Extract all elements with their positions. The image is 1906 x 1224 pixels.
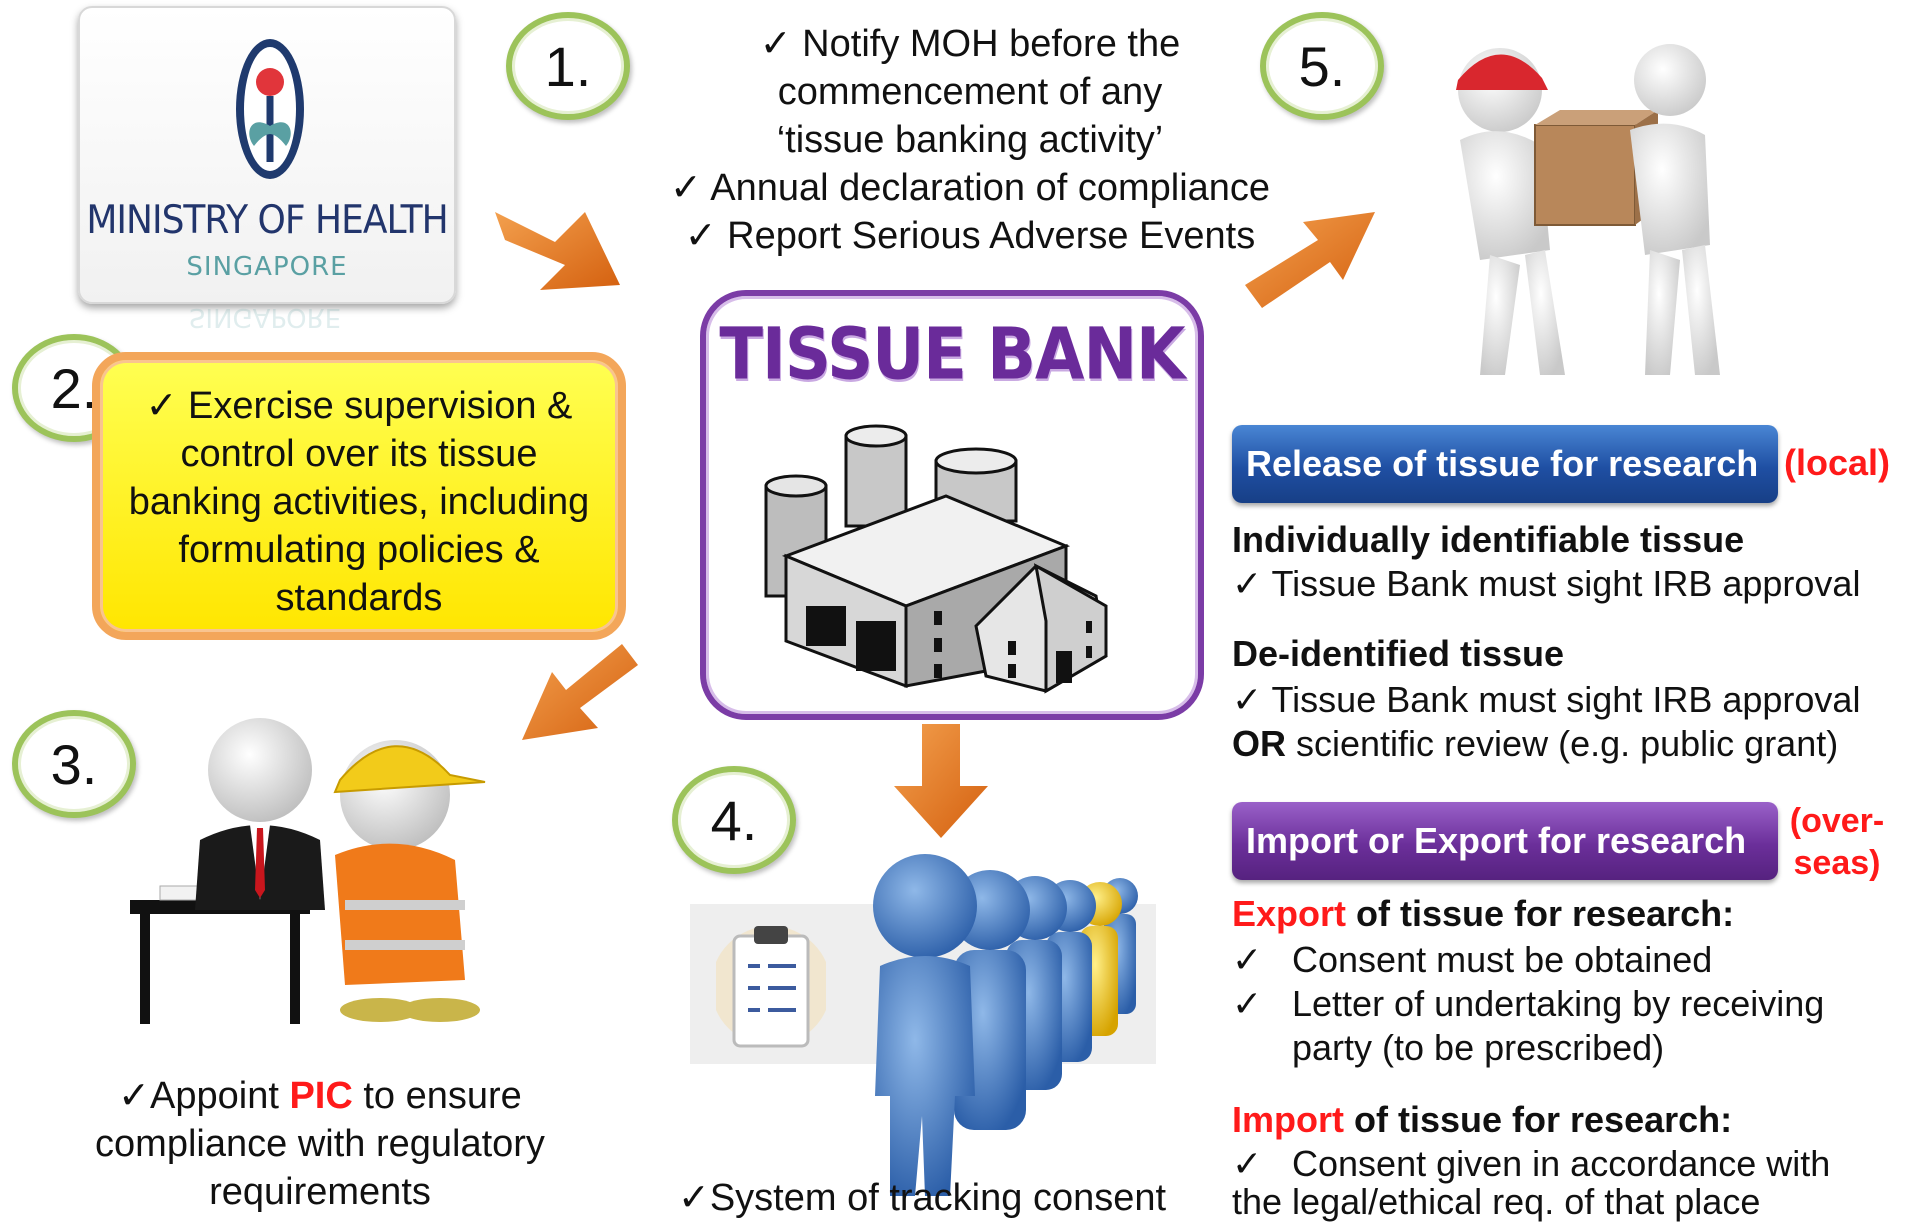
- step-4-badge: 4.: [672, 766, 796, 874]
- step-2-box: ✓ Exercise supervision & control over it…: [92, 352, 626, 640]
- arrow-to-moh: [495, 212, 620, 290]
- export-item-1-check: ✓: [1232, 939, 1263, 980]
- step-1-text: ✓ Notify MOH before the commencement of …: [620, 20, 1320, 260]
- step-2-line: standards: [275, 577, 443, 619]
- step-3-badge: 3.: [12, 710, 136, 818]
- step-1-line: ✓ Notify MOH before the: [759, 23, 1181, 65]
- step-1-line: commencement of any: [777, 71, 1163, 113]
- pic-highlight: PIC: [289, 1075, 353, 1117]
- deidentified-heading: De-identified tissue: [1232, 633, 1565, 674]
- import-export-button: Import or Export for research: [1232, 802, 1778, 880]
- export-item-2-cont: party (to be prescribed): [1292, 1027, 1665, 1068]
- arrow-to-tracking: [894, 724, 988, 838]
- export-heading: Export of tissue for research:: [1232, 893, 1735, 934]
- arrow-to-delivery: [1245, 212, 1375, 308]
- release-local-button: Release of tissue for research: [1232, 425, 1778, 503]
- tissue-bank-box: TISSUE BANK: [700, 290, 1204, 720]
- import-heading: Import of tissue for research:: [1232, 1099, 1733, 1140]
- step-3-line-1: ✓Appoint PIC to ensure: [118, 1075, 522, 1117]
- step-3-line-3: requirements: [209, 1171, 431, 1213]
- moh-subtitle: SINGAPORE: [186, 252, 348, 282]
- step-2-line: control over its tissue: [180, 433, 538, 475]
- step-2-line: ✓ Exercise supervision &: [145, 385, 573, 427]
- import-item-1-check: ✓: [1232, 1143, 1263, 1184]
- moh-reflection: SINGAPORE: [188, 302, 342, 332]
- moh-title: MINISTRY OF HEALTH: [86, 197, 448, 244]
- identifiable-item: ✓ Tissue Bank must sight IRB approval: [1232, 563, 1861, 604]
- step-1-badge: 1.: [506, 12, 630, 120]
- step-1-line: ✓ Report Serious Adverse Events: [684, 215, 1256, 257]
- step-3-caption: ✓Appoint PIC to ensure compliance with r…: [60, 1072, 580, 1216]
- step-5-badge: 5.: [1260, 12, 1384, 120]
- factory-icon: [764, 424, 1108, 694]
- step-1-line: ✓ Annual declaration of compliance: [669, 167, 1271, 209]
- step-4-caption: ✓System of tracking consent: [678, 1177, 1167, 1219]
- pic-people-image: [130, 718, 486, 1024]
- deidentified-item-2: OR scientific review (e.g. public grant): [1232, 723, 1839, 764]
- export-item-1: Consent must be obtained: [1292, 939, 1713, 980]
- step-1-line: ‘tissue banking activity’: [776, 119, 1164, 161]
- identifiable-heading: Individually identifiable tissue: [1232, 519, 1745, 560]
- import-item-1: Consent given in accordance with: [1292, 1143, 1831, 1184]
- tissue-bank-title: TISSUE BANK: [719, 313, 1185, 397]
- moh-emblem-icon: [236, 39, 304, 179]
- export-item-2-check: ✓: [1232, 983, 1263, 1024]
- step-2-line: formulating policies &: [178, 529, 540, 571]
- deidentified-item-1: ✓ Tissue Bank must sight IRB approval: [1232, 679, 1861, 720]
- arrow-to-pic: [522, 644, 638, 740]
- delivery-people-image: [1456, 44, 1720, 375]
- overseas-tag: (over- seas): [1789, 802, 1885, 882]
- moh-logo-card: MINISTRY OF HEALTH SINGAPORE: [78, 6, 456, 304]
- local-tag: (local): [1784, 442, 1891, 483]
- import-item-1-cont: the legal/ethical req. of that place: [1232, 1181, 1761, 1222]
- export-item-2: Letter of undertaking by receiving: [1292, 983, 1825, 1024]
- step-2-line: banking activities, including: [128, 481, 590, 523]
- queue-people-image: [873, 854, 1138, 1196]
- clipboard-icon: [716, 926, 826, 1048]
- step-3-line-2: compliance with regulatory: [95, 1123, 545, 1165]
